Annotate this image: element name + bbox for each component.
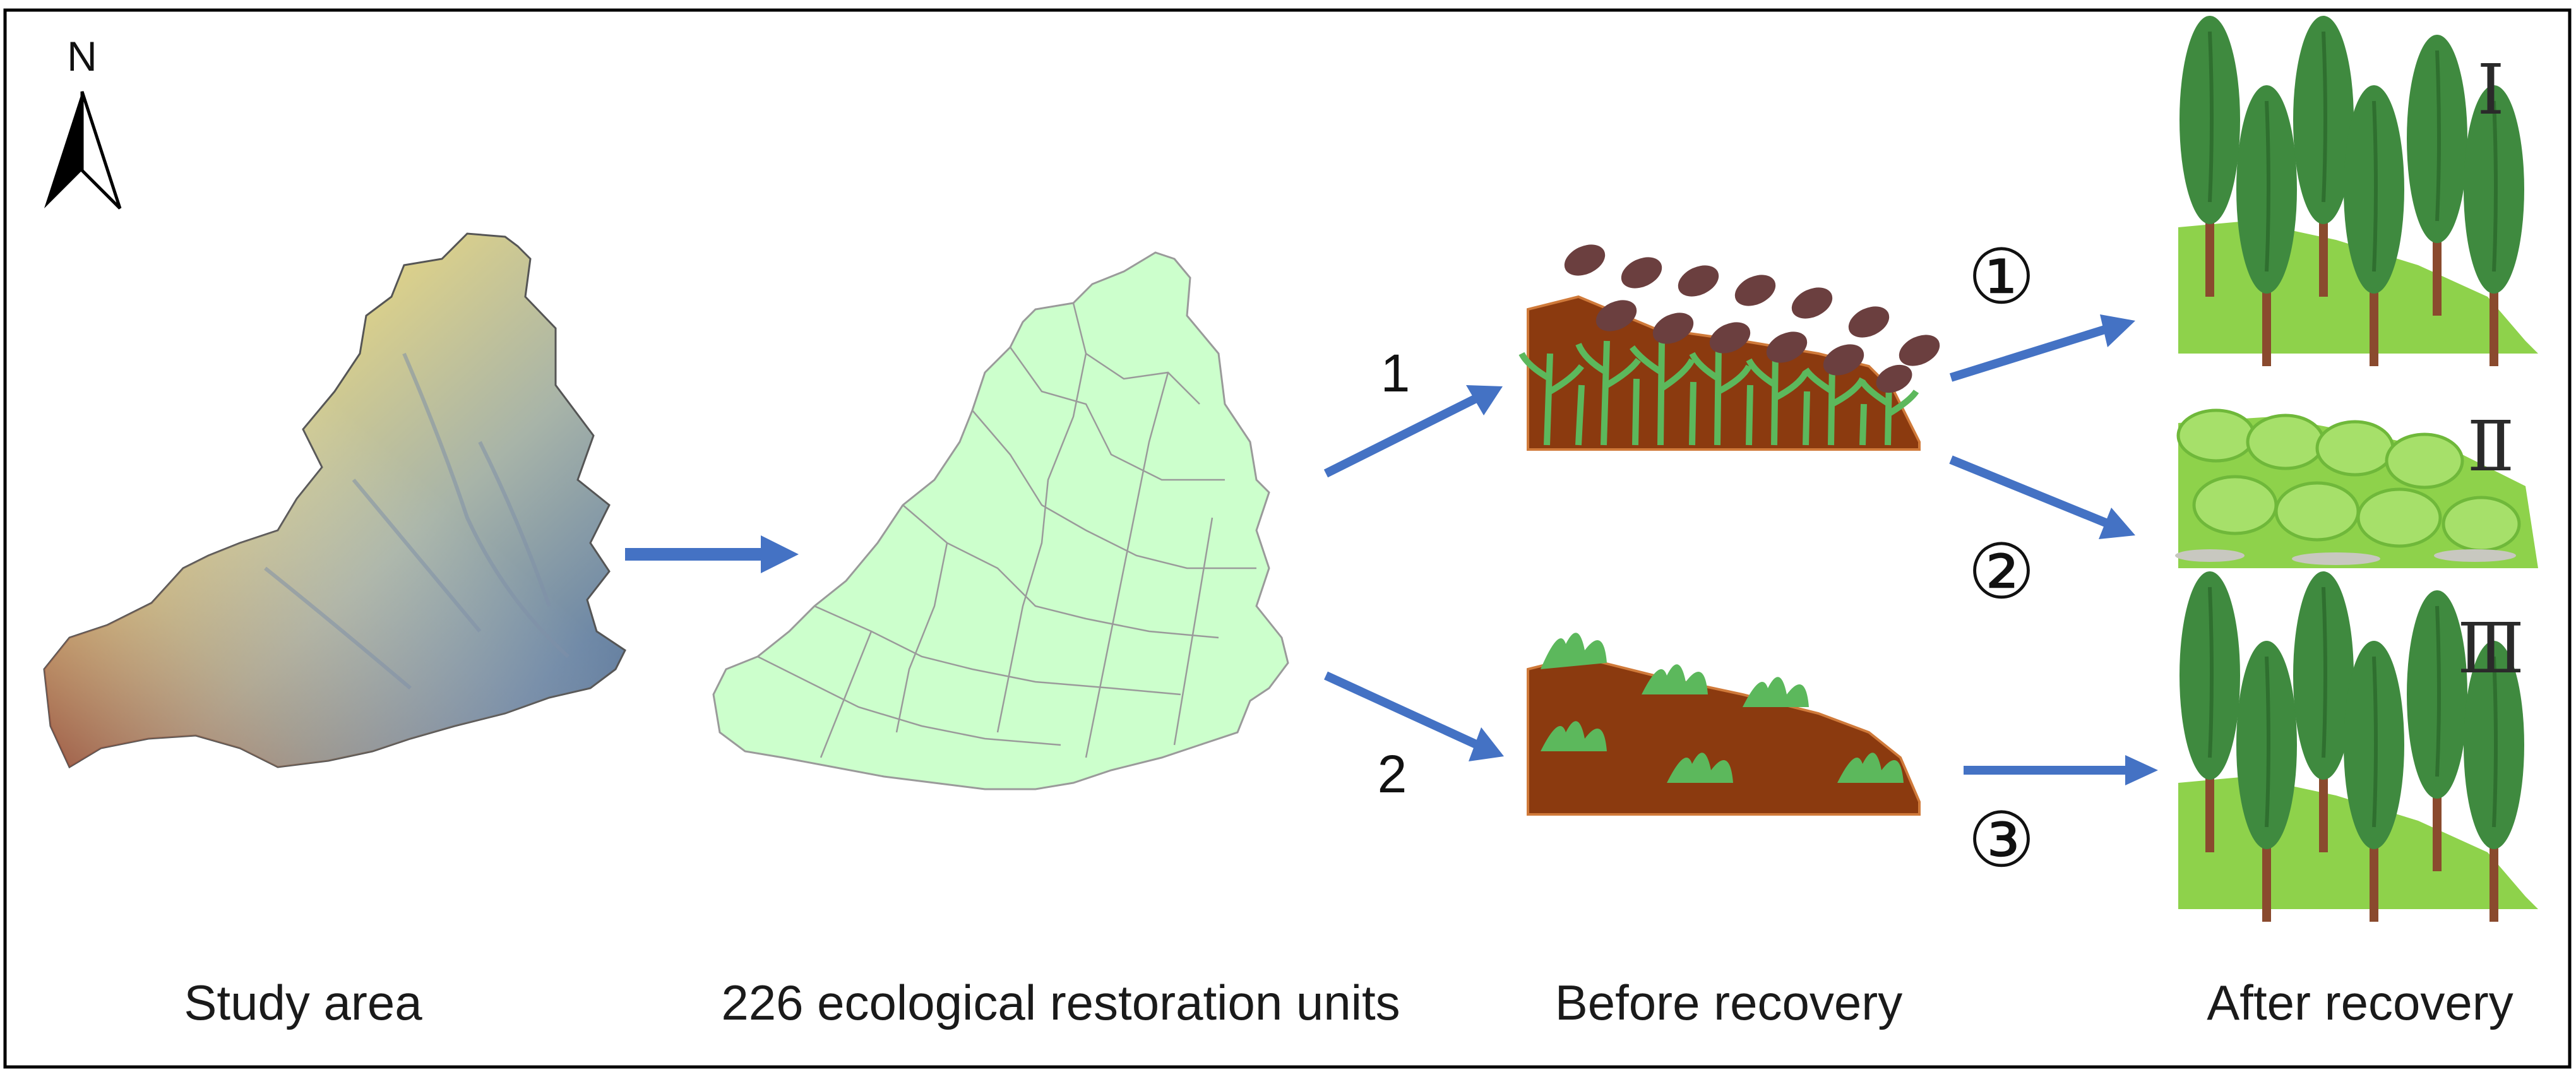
grassland-before-illustration (1527, 633, 1921, 816)
caption-restoration-units: 226 ecological restoration units (721, 975, 1400, 1030)
type-3-label: Ⅲ (2457, 610, 2524, 688)
study-area-map (43, 232, 626, 769)
type-1-label: Ⅰ (2477, 52, 2504, 129)
arrow-option-1 (1949, 314, 2135, 382)
type-2-label: Ⅱ (2467, 408, 2515, 485)
option-3-label: ③ (1967, 798, 2036, 883)
option-3-marker: ③ 3 (1967, 798, 2036, 883)
option-1-label: ① (1967, 235, 2036, 319)
arrow-option-3 (1964, 755, 2158, 785)
north-arrow-icon (44, 91, 122, 210)
option-2-label: ② (1967, 530, 2036, 614)
north-label: N (67, 33, 97, 80)
caption-study-area: Study area (184, 975, 422, 1030)
cropland-before-illustration (1518, 244, 1940, 451)
caption-before-recovery: Before recovery (1555, 975, 1903, 1030)
forest-after-illustration-1 (2178, 16, 2538, 366)
arrow-option-2 (1949, 455, 2135, 539)
shrubland-after-illustration (2175, 408, 2538, 568)
option-2-marker: ② (1967, 530, 2036, 614)
arrow-path-2 (1324, 671, 1504, 761)
option-1-marker: ① (1967, 235, 2036, 319)
arrow-path-1 (1323, 385, 1503, 478)
arrow-to-units (625, 535, 799, 573)
figure-frame (3, 8, 2572, 1069)
restoration-units-map (712, 251, 1289, 790)
path-2-label: 2 (1378, 744, 1407, 804)
path-1-label: 1 (1381, 343, 1410, 403)
forest-after-illustration-3 (2178, 571, 2538, 922)
caption-after-recovery: After recovery (2207, 975, 2513, 1030)
